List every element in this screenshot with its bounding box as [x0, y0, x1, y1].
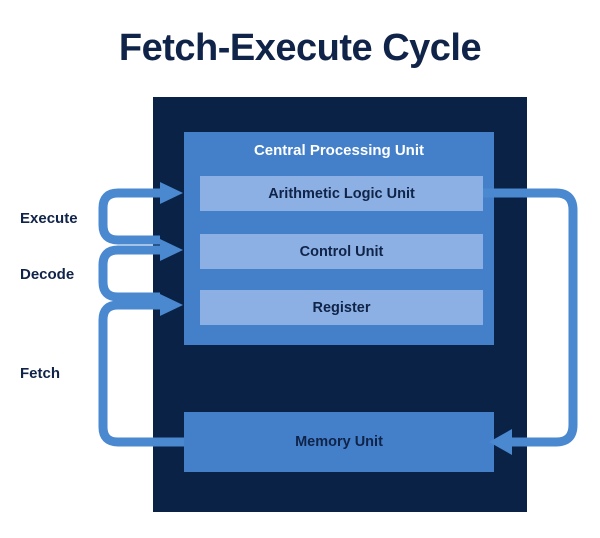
page-title: Fetch-Execute Cycle — [118, 27, 482, 69]
arithmetic-logic-unit-box: Arithmetic Logic Unit — [200, 176, 483, 211]
memory-unit-box: Memory Unit — [184, 412, 494, 472]
stage-label-fetch: Fetch — [20, 365, 61, 382]
decode-loop-path — [98, 245, 160, 302]
stage-label-execute: Execute — [20, 210, 78, 227]
register-box: Register — [200, 290, 483, 325]
control-unit-box: Control Unit — [200, 234, 483, 269]
stage-label-decode: Decode — [20, 266, 75, 283]
execute-loop-path — [98, 188, 160, 245]
cpu-label: Central Processing Unit — [253, 142, 425, 159]
